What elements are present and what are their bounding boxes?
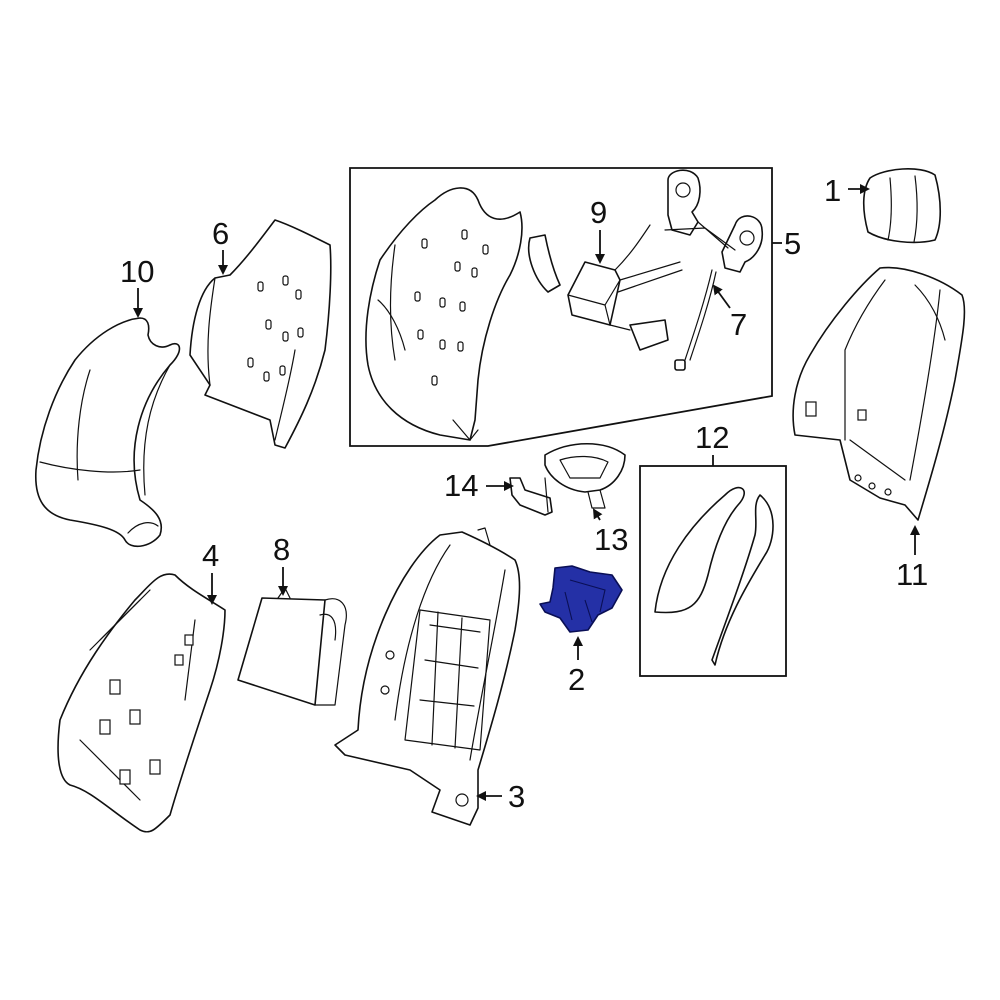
- part-3-frame[interactable]: [334, 527, 521, 826]
- callout-8: 8: [273, 532, 290, 567]
- group-box-12: [639, 465, 787, 677]
- callout-11: 11: [896, 557, 928, 592]
- part-11-back-panel[interactable]: [792, 266, 966, 521]
- leader-7: [712, 284, 731, 309]
- callout-1: 1: [824, 173, 841, 208]
- part-10-cover[interactable]: [35, 317, 181, 548]
- part-5-back-foam[interactable]: [365, 187, 523, 441]
- group-box-5: [349, 167, 773, 447]
- part-4-rear-frame[interactable]: [57, 573, 226, 833]
- part-14-clip[interactable]: [509, 477, 553, 516]
- part-1-headrest[interactable]: [862, 168, 941, 244]
- callout-9: 9: [590, 195, 607, 230]
- callout-2: 2: [568, 662, 585, 697]
- part-2-motor-highlighted[interactable]: [539, 565, 623, 633]
- part-6-pad[interactable]: [189, 219, 332, 449]
- callout-14: 14: [444, 468, 478, 503]
- callout-6: 6: [212, 216, 229, 251]
- callout-10: 10: [120, 254, 154, 289]
- callout-3: 3: [508, 779, 525, 814]
- callout-5: 5: [784, 226, 801, 261]
- callout-4: 4: [202, 538, 219, 573]
- callout-12: 12: [695, 420, 729, 455]
- part-8-module[interactable]: [237, 587, 347, 706]
- part-7-guides[interactable]: [664, 169, 764, 371]
- part-9-lumbar-module[interactable]: [528, 224, 683, 351]
- callout-7: 7: [730, 307, 747, 342]
- part-12-trims[interactable]: [654, 486, 774, 666]
- part-13-bracket[interactable]: [544, 442, 626, 509]
- callout-13: 13: [594, 522, 628, 557]
- leader-13: [592, 508, 603, 521]
